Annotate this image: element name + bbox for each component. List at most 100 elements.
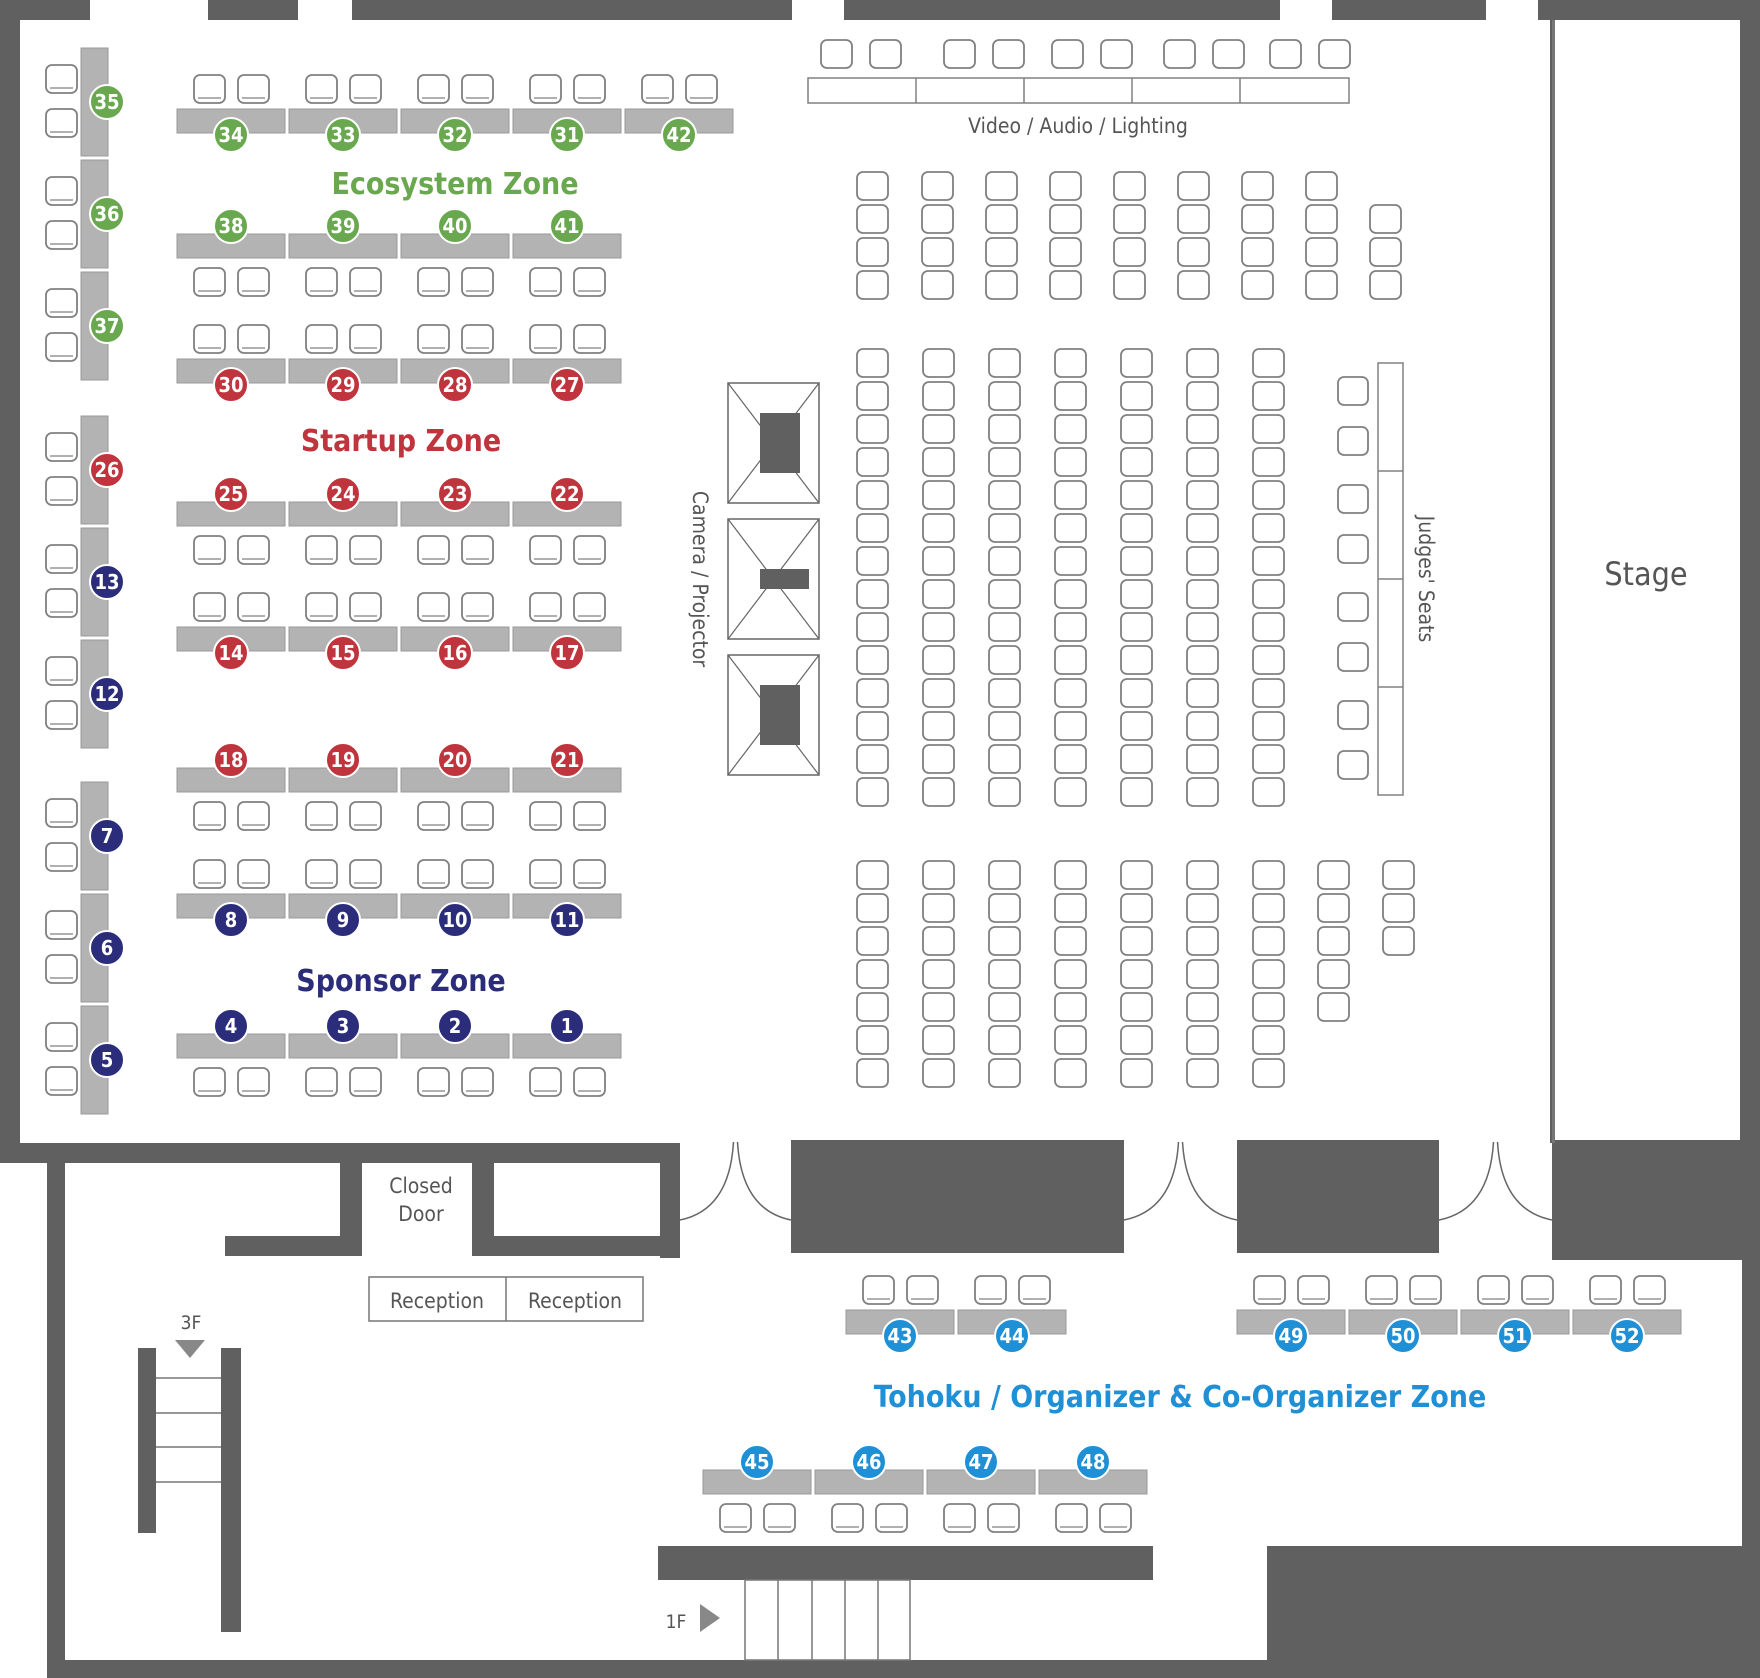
booth-badge[interactable]: 51 xyxy=(1497,1318,1533,1354)
booth-badge[interactable]: 8 xyxy=(213,902,249,938)
booth-badge[interactable]: 22 xyxy=(549,476,585,512)
chair xyxy=(988,926,1021,956)
booth-badge[interactable]: 19 xyxy=(325,742,361,778)
booth-badge[interactable]: 40 xyxy=(437,208,473,244)
booth-badge[interactable]: 29 xyxy=(325,367,361,403)
booth-badge[interactable]: 45 xyxy=(739,1444,775,1480)
booth-badge[interactable]: 49 xyxy=(1273,1318,1309,1354)
chair xyxy=(237,801,270,831)
booth-badge[interactable]: 13 xyxy=(89,564,125,600)
chair xyxy=(45,64,78,94)
booth-badge[interactable]: 20 xyxy=(437,742,473,778)
booth-badge[interactable]: 42 xyxy=(661,117,697,153)
booth-badge[interactable]: 18 xyxy=(213,742,249,778)
booth-badge[interactable]: 12 xyxy=(89,676,125,712)
chair xyxy=(922,579,955,609)
booth-badge[interactable]: 30 xyxy=(213,367,249,403)
chair xyxy=(1186,348,1219,378)
booth-badge[interactable]: 14 xyxy=(213,635,249,671)
chair xyxy=(1120,579,1153,609)
chair xyxy=(1049,270,1082,300)
chair xyxy=(921,270,954,300)
booth-badge[interactable]: 43 xyxy=(882,1318,918,1354)
booth-badge[interactable]: 32 xyxy=(437,117,473,153)
down-arrow-icon xyxy=(175,1340,205,1358)
chair xyxy=(856,645,889,675)
booth-badge[interactable]: 46 xyxy=(851,1444,887,1480)
chair xyxy=(856,348,889,378)
booth-badge[interactable]: 1 xyxy=(549,1008,585,1044)
booth-number: 28 xyxy=(442,373,467,397)
chair xyxy=(237,535,270,565)
reception-label: Reception xyxy=(528,1289,622,1313)
booth-badge[interactable]: 35 xyxy=(89,84,125,120)
chair xyxy=(1317,860,1350,890)
chair xyxy=(417,535,450,565)
chair xyxy=(856,204,889,234)
booth-badge[interactable]: 36 xyxy=(89,196,125,232)
booth-badge[interactable]: 37 xyxy=(89,308,125,344)
booth-badge[interactable]: 52 xyxy=(1609,1318,1645,1354)
booth-badge[interactable]: 41 xyxy=(549,208,585,244)
booth-badge[interactable]: 21 xyxy=(549,742,585,778)
booth-badge[interactable]: 28 xyxy=(437,367,473,403)
chair xyxy=(1382,860,1415,890)
chair xyxy=(1054,744,1087,774)
booth-badge[interactable]: 4 xyxy=(213,1008,249,1044)
booth-number: 37 xyxy=(94,314,119,338)
booth-badge[interactable]: 39 xyxy=(325,208,361,244)
booth-number: 41 xyxy=(554,214,579,238)
chair xyxy=(529,801,562,831)
chair xyxy=(1177,204,1210,234)
booth-badge[interactable]: 11 xyxy=(549,902,585,938)
booth-number: 7 xyxy=(101,824,114,848)
chair xyxy=(573,1067,606,1097)
booth-badge[interactable]: 26 xyxy=(89,452,125,488)
booth-badge[interactable]: 33 xyxy=(325,117,361,153)
booth-badge[interactable]: 2 xyxy=(437,1008,473,1044)
booth-badge[interactable]: 17 xyxy=(549,635,585,671)
booth-badge[interactable]: 38 xyxy=(213,208,249,244)
booth-badge[interactable]: 23 xyxy=(437,476,473,512)
booth-badge[interactable]: 9 xyxy=(325,902,361,938)
booth-number: 5 xyxy=(101,1048,114,1072)
chair xyxy=(417,1067,450,1097)
booth-badge[interactable]: 6 xyxy=(89,930,125,966)
booth-badge[interactable]: 3 xyxy=(325,1008,361,1044)
chair xyxy=(1186,926,1219,956)
chair xyxy=(461,74,494,104)
booth-badge[interactable]: 24 xyxy=(325,476,361,512)
booth-badge[interactable]: 15 xyxy=(325,635,361,671)
booth-badge[interactable]: 10 xyxy=(437,902,473,938)
booth-number: 10 xyxy=(442,908,467,932)
chair xyxy=(1186,480,1219,510)
chair xyxy=(1252,480,1285,510)
chair xyxy=(1186,959,1219,989)
closed-door-label: Closed xyxy=(389,1174,452,1198)
booth-number: 39 xyxy=(330,214,355,238)
booth-badge[interactable]: 16 xyxy=(437,635,473,671)
chair xyxy=(529,324,562,354)
booth-badge[interactable]: 27 xyxy=(549,367,585,403)
booth-badge[interactable]: 34 xyxy=(213,117,249,153)
booth-badge[interactable]: 5 xyxy=(89,1042,125,1078)
booth-badge[interactable]: 50 xyxy=(1385,1318,1421,1354)
chair xyxy=(1177,171,1210,201)
chair xyxy=(1252,1058,1285,1088)
chair xyxy=(349,1067,382,1097)
chair xyxy=(831,1503,864,1533)
booth-badge[interactable]: 25 xyxy=(213,476,249,512)
chair xyxy=(856,1025,889,1055)
chair xyxy=(922,926,955,956)
booth-badge[interactable]: 48 xyxy=(1075,1444,1111,1480)
chair xyxy=(1120,1058,1153,1088)
booth-badge[interactable]: 31 xyxy=(549,117,585,153)
chair xyxy=(1163,39,1196,69)
booth-number: 49 xyxy=(1278,1324,1303,1348)
booth-badge[interactable]: 7 xyxy=(89,818,125,854)
booth-badge[interactable]: 47 xyxy=(963,1444,999,1480)
booth-badge[interactable]: 44 xyxy=(994,1318,1030,1354)
booth-number: 46 xyxy=(856,1450,881,1474)
chair xyxy=(529,1067,562,1097)
booth-number: 20 xyxy=(442,748,467,772)
